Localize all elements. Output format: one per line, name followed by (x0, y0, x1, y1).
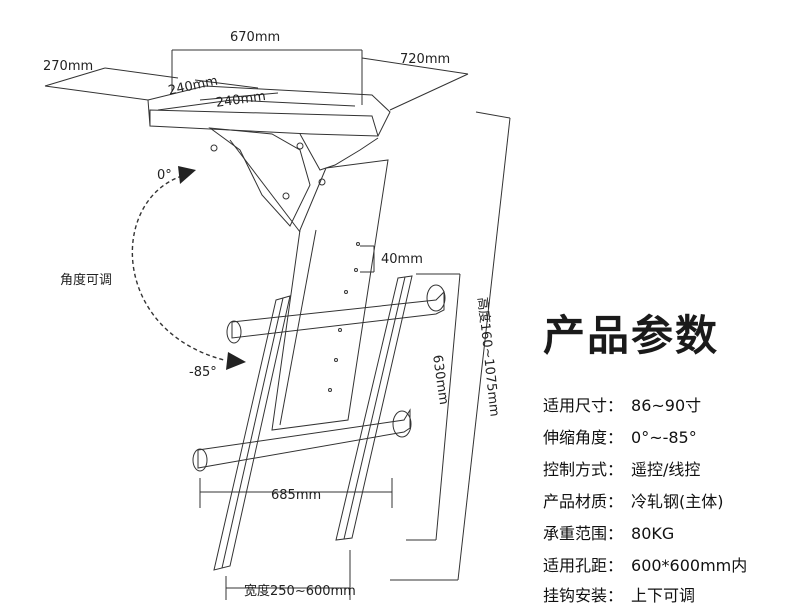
spec-value: 80KG (631, 524, 675, 543)
spec-value: 0°~-85° (631, 428, 697, 447)
angle-bottom-label: -85° (189, 365, 217, 380)
spec-row: 适用尺寸： 86~90寸 (543, 392, 701, 416)
angle-top-label: 0° (157, 168, 172, 183)
spec-key: 伸缩角度： (543, 428, 624, 447)
specs-title: 产品参数 (543, 311, 720, 360)
spec-value: 上下可调 (631, 586, 696, 605)
spec-row: 承重范围： 80KG (543, 520, 674, 544)
spec-key: 控制方式： (543, 460, 624, 479)
adjust-width-label: 宽度250~600mm (244, 584, 356, 599)
angle-adjust-label: 角度可调 (60, 273, 113, 288)
spec-row: 挂钩安装： 上下可调 (543, 582, 695, 606)
spec-value: 86~90寸 (631, 396, 702, 415)
spec-key: 挂钩安装： (543, 586, 624, 605)
spec-key: 产品材质： (543, 492, 624, 511)
spec-key: 适用孔距： (543, 556, 624, 575)
spec-value: 冷轧钢(主体) (631, 492, 724, 511)
spec-row: 伸缩角度： 0°~-85° (543, 424, 697, 448)
spec-key: 适用尺寸： (543, 396, 624, 415)
left-depth-label: 270mm (43, 59, 94, 74)
spec-row: 产品材质： 冷轧钢(主体) (543, 488, 724, 512)
spec-key: 承重范围： (543, 524, 624, 543)
spec-row: 适用孔距： 600*600mm内 (543, 552, 747, 576)
spec-value: 遥控/线控 (631, 460, 701, 479)
spec-row: 控制方式： 遥控/线控 (543, 456, 700, 480)
right-depth-label: 720mm (400, 52, 451, 67)
hole-gap-label: 40mm (381, 252, 423, 267)
spec-value: 600*600mm内 (631, 556, 748, 575)
top-width-label: 670mm (230, 30, 281, 45)
rail-width-label: 685mm (271, 488, 322, 503)
